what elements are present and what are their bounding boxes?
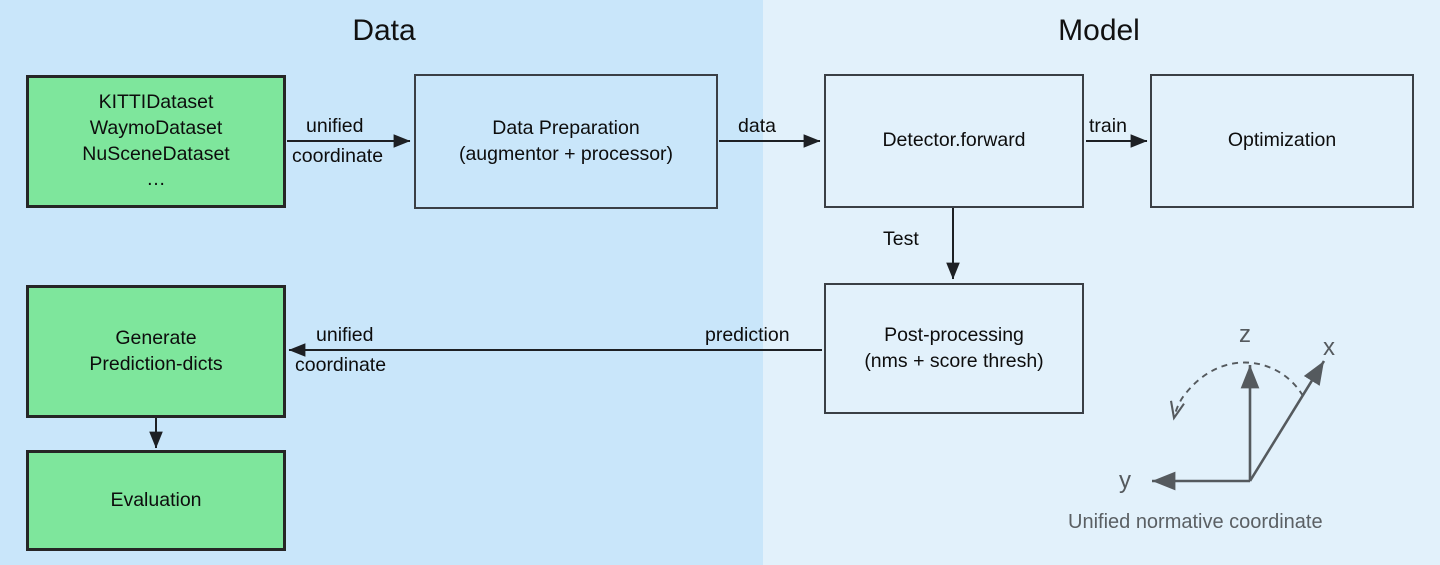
edge-label-coordinate-top: coordinate [292,145,384,167]
node-datasets-line-4: … [146,168,166,191]
node-generate-prediction-dicts[interactable]: Generate Prediction-dicts [26,285,286,418]
axis-label-z: z [1239,321,1251,348]
node-post-processing[interactable]: Post-processing (nms + score thresh) [824,283,1084,414]
coordinate-frame-caption: Unified normative coordinate [1068,511,1323,533]
node-post-processing-line-1: Post-processing [884,323,1024,346]
node-evaluation[interactable]: Evaluation [26,450,286,551]
node-data-preparation[interactable]: Data Preparation (augmentor + processor) [414,74,718,209]
panel-model-background [763,0,1440,565]
node-generate-line-2: Prediction-dicts [89,352,223,375]
edge-label-unified-bottom: unified [316,324,374,346]
node-data-preparation-line-2: (augmentor + processor) [458,142,674,165]
node-datasets-line-2: WaymoDataset [89,116,223,139]
node-datasets-line-1: KITTIDataset [98,91,214,114]
node-evaluation-label: Evaluation [110,488,202,511]
section-title-model: Model [1058,14,1140,47]
edge-label-prediction: prediction [705,324,790,346]
node-post-processing-line-2: (nms + score thresh) [864,349,1044,372]
node-datasets[interactable]: KITTIDataset WaymoDataset NuSceneDataset… [26,75,286,208]
edge-label-coordinate-bottom: coordinate [295,354,387,376]
edge-label-train: train [1089,115,1127,137]
edge-label-data: data [738,115,776,137]
node-data-preparation-line-1: Data Preparation [492,116,640,139]
edge-label-test: Test [883,228,919,250]
node-optimization[interactable]: Optimization [1150,74,1414,208]
node-detector-forward[interactable]: Detector.forward [824,74,1084,208]
node-detector-forward-label: Detector.forward [882,129,1026,152]
node-generate-line-1: Generate [115,326,197,349]
section-title-data: Data [352,14,416,47]
node-datasets-line-3: NuSceneDataset [82,142,230,165]
node-optimization-label: Optimization [1227,129,1337,152]
axis-label-y: y [1119,467,1131,494]
edge-label-unified-top: unified [306,115,364,137]
axis-label-x: x [1323,334,1335,361]
